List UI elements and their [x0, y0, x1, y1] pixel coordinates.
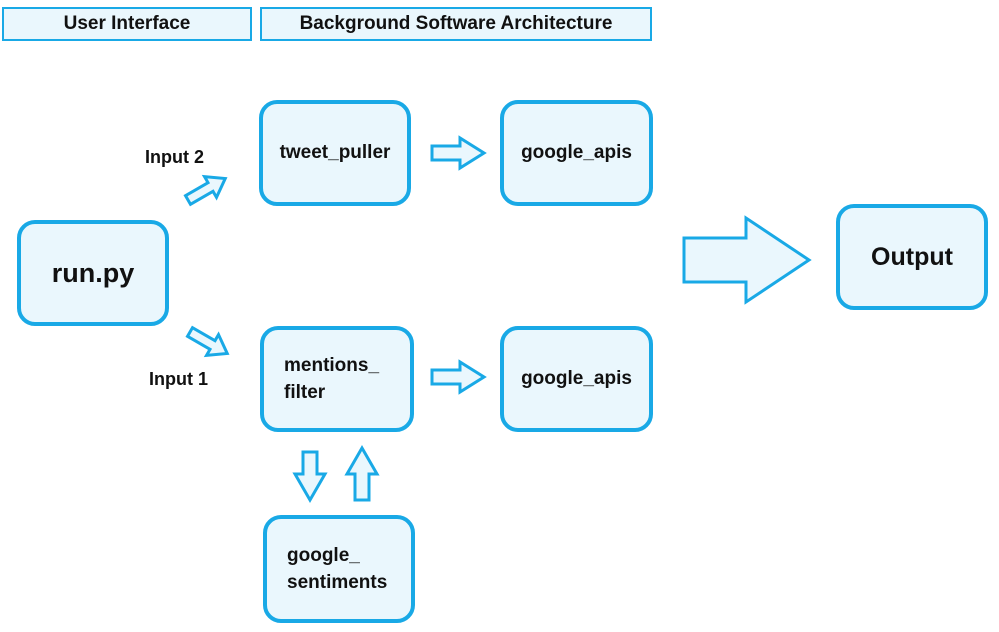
mentions-filter-label-line2: filter [284, 382, 326, 403]
background-architecture-header: Background Software Architecture [260, 7, 652, 41]
google-apis-top-node: google_apis [500, 100, 653, 206]
background-architecture-header-text: Background Software Architecture [299, 13, 613, 34]
google-sentiments-node: google_ sentiments [263, 515, 415, 623]
tweet-puller-node: tweet_puller [259, 100, 411, 206]
mentions-to-sentiments-arrow [292, 450, 328, 504]
mentions-to-google-apis-arrow [430, 359, 487, 395]
output-arrow [682, 215, 812, 305]
input1-arrow [185, 325, 230, 358]
tweet-to-google-apis-arrow [430, 135, 487, 171]
input2-label: Input 2 [145, 147, 204, 167]
mentions-filter-node: mentions_ filter [260, 326, 414, 432]
google-apis-bottom-label: google_apis [521, 368, 632, 389]
google-sentiments-label-line2: sentiments [287, 572, 388, 593]
output-label: Output [871, 242, 953, 271]
input1-label: Input 1 [149, 369, 208, 389]
tweet-puller-label: tweet_puller [279, 142, 391, 163]
google-apis-top-label: google_apis [521, 142, 632, 163]
run-py-label: run.py [51, 257, 135, 288]
mentions-filter-label-line1: mentions_ [284, 355, 380, 376]
google-sentiments-label-line1: google_ [287, 545, 360, 566]
input2-arrow [183, 174, 228, 207]
output-node: Output [836, 204, 988, 310]
run-py-node: run.py [17, 220, 169, 326]
user-interface-header-text: User Interface [63, 13, 191, 34]
user-interface-header: User Interface [2, 7, 252, 41]
sentiments-to-mentions-arrow [344, 444, 380, 502]
google-apis-bottom-node: google_apis [500, 326, 653, 432]
